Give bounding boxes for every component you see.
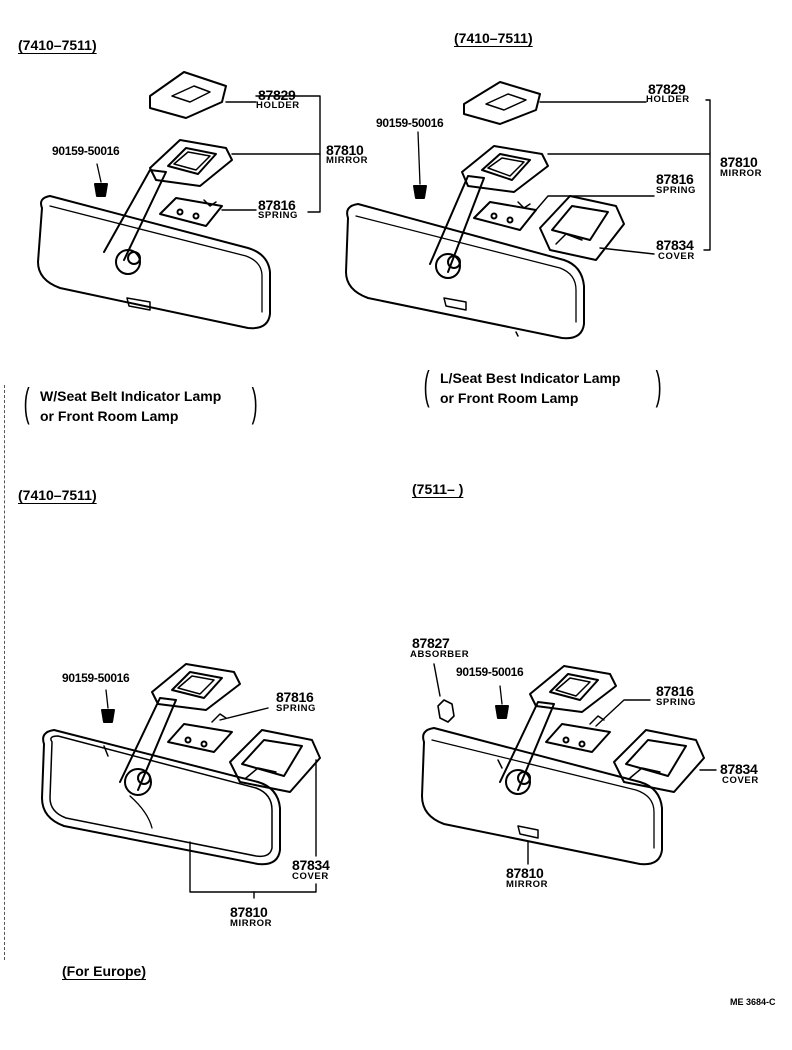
tr-mirror-assembly (346, 176, 584, 338)
br-cover-part-number: 87834 (720, 761, 758, 777)
tr-cover (540, 196, 624, 260)
tl-holder-plate (150, 72, 226, 118)
br-mirror-part-name: MIRROR (506, 879, 549, 890)
tl-leader-lines (222, 96, 320, 212)
bl-cover-part-name: COVER (292, 871, 329, 882)
br-absorber (438, 700, 454, 722)
tl-holder-part-number: 87829 (258, 87, 296, 103)
bl-spring-clip (168, 714, 232, 752)
tr-holder-plate (464, 82, 540, 124)
bl-mirror-part-number: 87810 (230, 904, 268, 920)
tr-bolt (414, 132, 426, 198)
br-absorber-part-name: ABSORBER (410, 649, 470, 660)
tr-date-range-header: (7410–7511) (454, 30, 533, 46)
tl-note-line-2: or Front Room Lamp (40, 408, 179, 424)
br-spring-part-name: SPRING (656, 697, 697, 708)
br-bolt (496, 686, 508, 718)
bl-mirror-bracket (152, 664, 240, 710)
tr-leader-lines (536, 100, 710, 254)
bl-spring-part-name: SPRING (276, 703, 317, 714)
tr-note-close-paren: ) (655, 364, 662, 408)
br-bolt-part-number: 90159-50016 (456, 665, 524, 679)
tr-bolt-part-number: 90159-50016 (376, 116, 444, 130)
tr-spring-part-name: SPRING (656, 185, 697, 196)
page-edge-dashed-line (4, 385, 5, 960)
bl-mirror-part-name: MIRROR (230, 918, 273, 929)
tr-note-line-2: or Front Room Lamp (440, 390, 579, 406)
tl-mirror-part-number: 87810 (326, 142, 364, 158)
bl-date-range-header: (7410–7511) (18, 487, 97, 503)
br-leader-lines (434, 664, 716, 864)
tr-cover-part-number: 87834 (656, 237, 694, 253)
tl-mirror-part-name: MIRROR (326, 155, 369, 166)
tr-mirror-bracket (462, 146, 548, 192)
tr-mirror-part-number: 87810 (720, 154, 758, 170)
tl-note-close-paren: ) (251, 381, 258, 425)
br-mirror-part-number: 87810 (506, 865, 544, 881)
tl-spring-part-number: 87816 (258, 197, 296, 213)
br-spring-part-number: 87816 (656, 683, 694, 699)
tl-note-open-paren: ( (23, 381, 30, 425)
tl-note-line-1: W/Seat Belt Indicator Lamp (40, 388, 222, 404)
br-spring-clip (546, 716, 610, 752)
tl-bolt-part-number: 90159-50016 (52, 144, 120, 158)
br-date-range-header: (7511– ) (412, 481, 464, 497)
bl-mirror-assembly (42, 698, 280, 864)
bl-spring-part-number: 87816 (276, 689, 314, 705)
tr-spring-part-number: 87816 (656, 171, 694, 187)
br-cover-part-name: COVER (722, 775, 759, 786)
tr-note-open-paren: ( (423, 364, 430, 408)
bl-leader-lines (190, 708, 316, 898)
br-mirror-bracket (530, 666, 616, 712)
tr-cover-part-name: COVER (658, 251, 695, 262)
br-cover (614, 730, 704, 792)
tr-note-line-1: L/Seat Best Indicator Lamp (440, 370, 621, 386)
bl-cover-part-number: 87834 (292, 857, 330, 873)
figure-code: ME 3684-C (730, 997, 776, 1007)
tl-spring-part-name: SPRING (258, 210, 299, 221)
bl-europe-note: (For Europe) (62, 963, 146, 979)
br-mirror-assembly (422, 702, 662, 864)
bl-bolt (102, 690, 114, 722)
bl-cover (230, 730, 320, 792)
tl-mirror-bracket (150, 140, 232, 186)
tr-holder-part-name: HOLDER (646, 94, 690, 105)
br-absorber-part-number: 87827 (412, 635, 450, 651)
tl-spring-clip (160, 198, 222, 226)
tr-spring-clip (474, 202, 536, 230)
tl-holder-part-name: HOLDER (256, 100, 300, 111)
tl-mirror-assembly (38, 170, 270, 328)
tr-holder-part-number: 87829 (648, 81, 686, 97)
bl-bolt-part-number: 90159-50016 (62, 671, 130, 685)
tr-mirror-part-name: MIRROR (720, 168, 763, 179)
tl-date-range-header: (7410–7511) (18, 37, 97, 53)
tl-bolt (95, 164, 107, 196)
